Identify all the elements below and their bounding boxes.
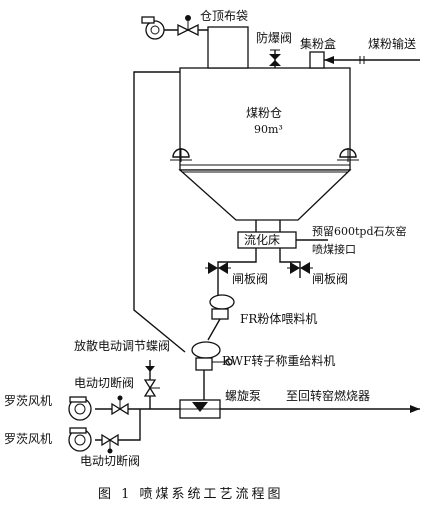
gate-valve-left-icon xyxy=(205,262,231,274)
fr-feeder-label: FR粉体喂料机 xyxy=(240,312,318,326)
cutoff-valve-2-label: 电动切断阀 xyxy=(80,454,141,468)
screw-pump-label: 螺旋泵 xyxy=(225,389,262,403)
bleed-valve-label: 放散电动调节蝶阀 xyxy=(74,339,171,353)
silo-support-right xyxy=(337,148,359,162)
gate-valve-right-icon xyxy=(287,262,313,274)
cutoff-valve-1-icon xyxy=(111,395,129,416)
blower-1-label: 罗茨风机 xyxy=(4,394,53,408)
top-valve-icon xyxy=(177,15,199,37)
coal-transport-label: 煤粉输送 xyxy=(368,37,417,51)
to-burner-label: 至回转窑燃烧器 xyxy=(286,389,371,403)
coal-transport-arrow xyxy=(324,56,334,64)
fr-feeder-icon xyxy=(209,294,235,320)
explosion-valve-label: 防爆阀 xyxy=(256,31,293,45)
silo-name-label: 煤粉仓 xyxy=(246,106,283,120)
screw-pump-icon xyxy=(179,399,221,419)
roots-blower-2-icon xyxy=(68,427,92,452)
rwf-feeder-icon xyxy=(191,341,233,371)
figure-caption: 图 1 喷煤系统工艺流程图 xyxy=(98,487,284,502)
silo-volume-label: 90m³ xyxy=(254,123,283,136)
blower-2-label: 罗茨风机 xyxy=(4,432,53,446)
roots-blower-1-icon xyxy=(68,396,92,421)
top-blower-icon xyxy=(141,16,165,40)
silo-support-left xyxy=(170,148,192,162)
bleed-valve-icon xyxy=(143,366,160,397)
cutoff-valve-1-label: 电动切断阀 xyxy=(74,376,135,390)
fr-to-rwf-line xyxy=(207,318,221,341)
vent-return-line xyxy=(133,71,186,353)
dust-box xyxy=(309,51,325,69)
cutoff-valve-2-icon xyxy=(101,433,119,454)
dust-box-label: 集粉盒 xyxy=(300,37,337,51)
fluidized-bed-label: 流化床 xyxy=(244,233,281,247)
reserved-port-label-2: 喷煤接口 xyxy=(312,243,356,256)
left-outlet-pipe xyxy=(217,248,257,296)
coal-silo-cone xyxy=(178,169,352,221)
to-burner-arrow xyxy=(410,405,420,413)
explosion-valve-icon xyxy=(269,49,281,68)
rwf-feeder-label: RWF转子称重给料机 xyxy=(222,354,336,368)
bag-filter xyxy=(207,26,249,69)
bag-filter-label: 仓顶布袋 xyxy=(200,9,249,23)
gate-valve-left-label: 闸板阀 xyxy=(232,272,269,286)
coal-silo-body xyxy=(179,67,351,171)
gate-valve-right-label: 闸板阀 xyxy=(312,272,349,286)
reserved-port-label-1: 预留600tpd石灰窑 xyxy=(312,225,407,238)
